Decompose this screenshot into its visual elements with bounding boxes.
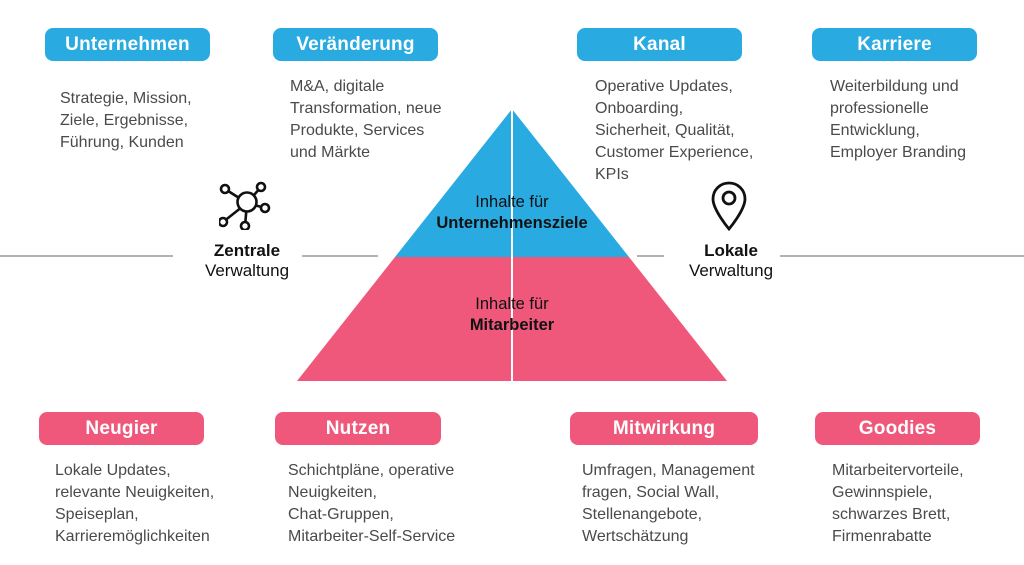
- divider-line-segment: [637, 255, 664, 257]
- left-annotation: Zentrale Verwaltung: [167, 241, 327, 281]
- description-nutzen: Schichtpläne, operative Neuigkeiten, Cha…: [288, 462, 456, 545]
- description-kanal: Operative Updates, Onboarding, Sicherhei…: [595, 78, 754, 183]
- category-button-veraenderung: Veränderung: [273, 28, 438, 61]
- pyramid-bottom-label-line1: Inhalte für: [475, 295, 549, 313]
- category-button-neugier: Neugier: [39, 412, 204, 445]
- pyramid-bottom-label: Inhalte für Mitarbeiter: [397, 294, 627, 336]
- category-button-unternehmen: Unternehmen: [45, 28, 210, 61]
- location-pin-icon: [711, 181, 747, 231]
- pyramid-top-label: Inhalte für Unternehmensziele: [397, 192, 627, 234]
- network-icon: [219, 181, 271, 230]
- right-annotation-subtitle: Verwaltung: [688, 261, 774, 280]
- category-button-goodies: Goodies: [815, 412, 980, 445]
- left-annotation-title: Zentrale: [213, 241, 281, 260]
- category-button-mitwirkung: Mitwirkung: [570, 412, 758, 445]
- pyramid-top-label-line1: Inhalte für: [475, 193, 549, 211]
- description-unternehmen: Strategie, Mission, Ziele, Ergebnisse, F…: [60, 90, 192, 151]
- left-annotation-subtitle: Verwaltung: [204, 261, 290, 280]
- pyramid-top-label-line2: Unternehmensziele: [436, 214, 588, 232]
- pyramid-graphic: [297, 109, 727, 381]
- category-button-nutzen: Nutzen: [275, 412, 441, 445]
- description-karriere: Weiterbildung und professionelle Entwick…: [830, 78, 967, 161]
- description-neugier: Lokale Updates, relevante Neuigkeiten, S…: [55, 462, 215, 545]
- description-veraenderung: M&A, digitale Transformation, neue Produ…: [290, 78, 442, 161]
- category-button-karriere: Karriere: [812, 28, 977, 61]
- right-annotation-title: Lokale: [704, 241, 758, 260]
- category-button-kanal: Kanal: [577, 28, 742, 61]
- divider-line-segment: [780, 255, 1024, 257]
- divider-line-segment: [0, 255, 173, 257]
- pyramid-bottom-label-line2: Mitarbeiter: [469, 316, 555, 334]
- divider-line-segment: [302, 255, 378, 257]
- description-goodies: Mitarbeitervorteile, Gewinnspiele, schwa…: [832, 462, 964, 545]
- description-mitwirkung: Umfragen, Management fragen, Social Wall…: [582, 462, 755, 545]
- right-annotation: Lokale Verwaltung: [651, 241, 811, 281]
